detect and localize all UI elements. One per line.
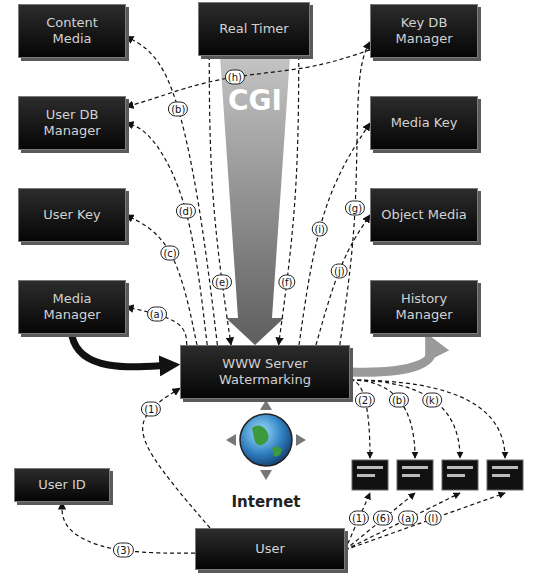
server-box: WWW Server Watermarking [180,345,350,399]
node-label: Media Manager [25,291,119,322]
cgi-arrow [220,56,290,345]
node-text-group: Media Key [391,115,458,131]
callout-label: (6) [373,511,393,526]
edge-callout: (f) [278,274,295,289]
monitor-screen [402,474,420,477]
dashed-link [345,493,460,550]
node-text-group: History Manager [377,291,471,322]
monitor-screen [492,474,510,477]
module-box: Real Timer [198,2,310,56]
compass-arrow [226,434,236,446]
edge-callout: (h) [225,70,245,85]
module-box: Object Media [370,188,478,242]
compass-arrow [296,434,306,446]
node-label: User Key [43,207,100,223]
monitor-links [345,380,505,550]
globe [240,414,292,466]
media-arrow [72,336,172,367]
dashed-connector [126,123,207,345]
module-box: User Key [18,188,126,242]
monitor-screen [492,466,518,469]
dashed-connector [299,123,370,345]
dashed-link [350,380,505,458]
monitor-screen [447,466,473,469]
monitor-icon [487,460,523,490]
node-text-group: Content Media [25,15,119,46]
dashed-connector [126,36,217,345]
user-box: User [195,528,345,570]
callout-label: (k) [422,393,442,408]
node-label: WWW Server Watermarking [187,356,343,387]
id-box: User ID [14,468,110,502]
dashed-link [345,493,370,550]
monitor-screen [357,474,375,477]
dashed-link [350,380,460,458]
edge-callout: (1) [141,402,161,417]
edge-callout: (c) [160,245,179,260]
edge-callout: (b) [168,102,188,117]
node-label: Media Key [391,115,458,131]
node-label: User [255,541,285,557]
compass-arrow [260,470,272,480]
monitor-screen [402,466,428,469]
node-text-group: User Key [43,207,100,223]
edge-callout: (j) [331,263,348,278]
callout-label: (b) [389,393,409,408]
dashed-connector [126,307,187,345]
edge-callout: (a) [147,307,167,322]
node-label: Object Media [381,207,467,223]
client-monitors [352,460,523,490]
dashed-connector [209,56,231,345]
monitor-icon [397,460,433,490]
node-text-group: User DB Manager [25,107,119,138]
node-label: Key DB Manager [377,15,471,46]
callout-label: (2) [355,393,375,408]
cgi-label: CGI [228,84,282,117]
monitor-icon [352,460,388,490]
module-box: Key DB Manager [370,4,478,58]
monitor-screen [357,466,383,469]
edge-callout: (i) [311,221,328,236]
node-label: History Manager [377,291,471,322]
node-label: User DB Manager [25,107,119,138]
dashed-link [345,493,505,550]
dashed-link [350,380,415,458]
callout-label: (1) [349,511,369,526]
module-box: User DB Manager [18,96,126,150]
module-box: Media Manager [18,280,126,334]
globe-land [272,446,282,456]
edge-callout: (3) [113,543,133,558]
callout-label: (l) [425,511,442,526]
node-text-group: User ID [38,477,86,493]
node-label: User ID [38,477,86,493]
compass-arrow [260,400,272,410]
module-box: Media Key [370,96,478,150]
dashed-connector [340,42,370,345]
dashed-connector [126,215,197,345]
module-box: Content Media [18,4,126,58]
node-text-group: WWW Server Watermarking [187,356,343,387]
node-text-group: Real Timer [219,21,288,37]
monitor-screen [447,474,465,477]
node-text-group: Media Manager [25,291,119,322]
node-text-group: Object Media [381,207,467,223]
node-text-group: User [255,541,285,557]
globe-icon [226,400,306,480]
edge-callout: (d) [176,204,196,219]
edge-callout: (g) [345,201,365,216]
network-label: Internet [231,493,300,511]
node-text-group: Key DB Manager [377,15,471,46]
node-label: Real Timer [219,21,288,37]
monitor-icon [442,460,478,490]
globe-land [252,425,269,445]
callout-label: (a) [398,511,418,526]
history-arrow [350,342,432,372]
edge-callout: (e) [212,274,232,289]
module-box: History Manager [370,280,478,334]
node-label: Content Media [25,15,119,46]
